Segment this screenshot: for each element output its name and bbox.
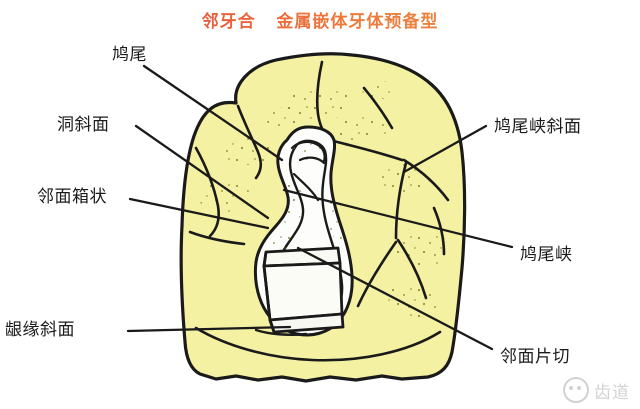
leader-lines bbox=[126, 64, 514, 351]
label-proximal-box: 邻面箱状 bbox=[37, 187, 107, 207]
cavity-preparation bbox=[253, 125, 354, 337]
label-isthmus-bevel: 鸠尾峡斜面 bbox=[494, 117, 582, 137]
leader-isthmus bbox=[282, 188, 514, 249]
leader-isthmus-bevel bbox=[402, 124, 488, 174]
label-proximal-slice: 邻面片切 bbox=[500, 347, 570, 367]
label-cavity-bevel: 洞斜面 bbox=[57, 115, 110, 135]
leader-proximal-slice bbox=[296, 246, 494, 351]
wechat-icon bbox=[563, 377, 589, 403]
proximal-box bbox=[254, 246, 345, 336]
leader-proximal-box bbox=[128, 197, 270, 230]
watermark-text: 齿道 bbox=[594, 382, 630, 403]
leader-cavity-bevel bbox=[134, 124, 270, 220]
label-dovetail: 鸠尾 bbox=[112, 45, 147, 65]
label-gingival-bevel: 龈缘斜面 bbox=[5, 320, 75, 340]
leader-dovetail bbox=[142, 64, 284, 162]
label-isthmus: 鸠尾峡 bbox=[520, 245, 573, 265]
page-title: 邻牙合 金属嵌体牙体预备型 bbox=[0, 7, 640, 32]
watermark: 齿道 bbox=[563, 377, 630, 403]
leader-gingival-bevel bbox=[126, 325, 292, 333]
